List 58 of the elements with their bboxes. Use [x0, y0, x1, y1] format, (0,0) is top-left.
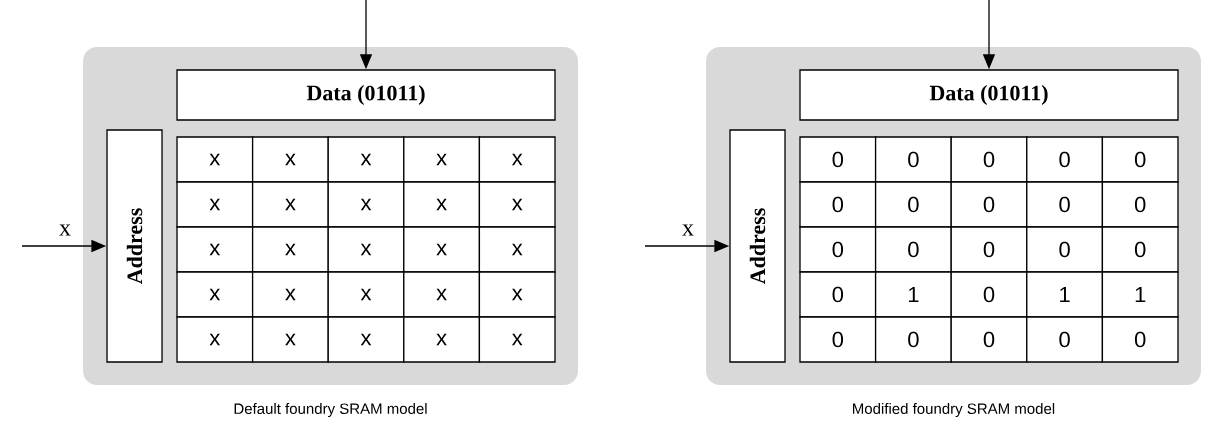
memory-cell: 0	[1026, 226, 1104, 273]
memory-cell: 0	[1026, 316, 1104, 363]
memory-cell: x	[251, 181, 329, 228]
memory-cell: x	[478, 226, 556, 273]
memory-cell: x	[403, 271, 481, 318]
memory-cell: 0	[874, 181, 952, 228]
memory-cell: x	[403, 316, 481, 363]
address-box: Address	[729, 129, 786, 363]
memory-cell: x	[403, 226, 481, 273]
memory-cell: 0	[799, 181, 877, 228]
memory-cell: 0	[799, 316, 877, 363]
edge-label: x	[59, 224, 71, 236]
memory-cell: 0	[799, 136, 877, 183]
memory-cell: 0	[950, 226, 1028, 273]
memory-cell: 0	[950, 271, 1028, 318]
memory-cell: x	[251, 136, 329, 183]
memory-cell: x	[176, 136, 254, 183]
memory-cell: 0	[1101, 316, 1179, 363]
memory-cell: 0	[1101, 226, 1179, 273]
memory-cell: 1	[874, 271, 952, 318]
memory-cell: x	[176, 316, 254, 363]
memory-cell: 1	[1026, 271, 1104, 318]
memory-cell: 0	[799, 226, 877, 273]
memory-cell: 1	[1101, 271, 1179, 318]
memory-cell: 0	[1101, 181, 1179, 228]
memory-cell: x	[478, 136, 556, 183]
memory-cell: x	[327, 316, 405, 363]
memory-cell: x	[327, 136, 405, 183]
memory-cell: x	[478, 316, 556, 363]
memory-cell: x	[327, 271, 405, 318]
memory-cell: 0	[874, 226, 952, 273]
memory-cell: 0	[1026, 181, 1104, 228]
address-box: Address	[106, 129, 163, 363]
memory-cell: x	[327, 226, 405, 273]
memory-cell: x	[176, 181, 254, 228]
memory-cell: 0	[1101, 136, 1179, 183]
memory-cell: x	[403, 181, 481, 228]
memory-cell: x	[176, 271, 254, 318]
memory-cell: 0	[1026, 136, 1104, 183]
memory-cell: x	[251, 226, 329, 273]
memory-cell: 0	[799, 271, 877, 318]
node-label: Default foundry SRAM model	[234, 403, 427, 417]
memory-cell: x	[327, 181, 405, 228]
edge-label: x	[682, 224, 694, 236]
memory-cell: x	[176, 226, 254, 273]
memory-cell: x	[478, 181, 556, 228]
memory-cell: 0	[874, 316, 952, 363]
memory-cell: x	[251, 271, 329, 318]
memory-cell: x	[478, 271, 556, 318]
memory-cell: x	[251, 316, 329, 363]
node-label: Modified foundry SRAM model	[853, 403, 1055, 417]
data-box: Data (01011)	[799, 69, 1179, 121]
memory-cell: x	[403, 136, 481, 183]
data-box: Data (01011)	[176, 69, 556, 121]
memory-cell: 0	[950, 316, 1028, 363]
memory-cell: 0	[874, 136, 952, 183]
memory-cell: 0	[950, 181, 1028, 228]
memory-cell: 0	[950, 136, 1028, 183]
